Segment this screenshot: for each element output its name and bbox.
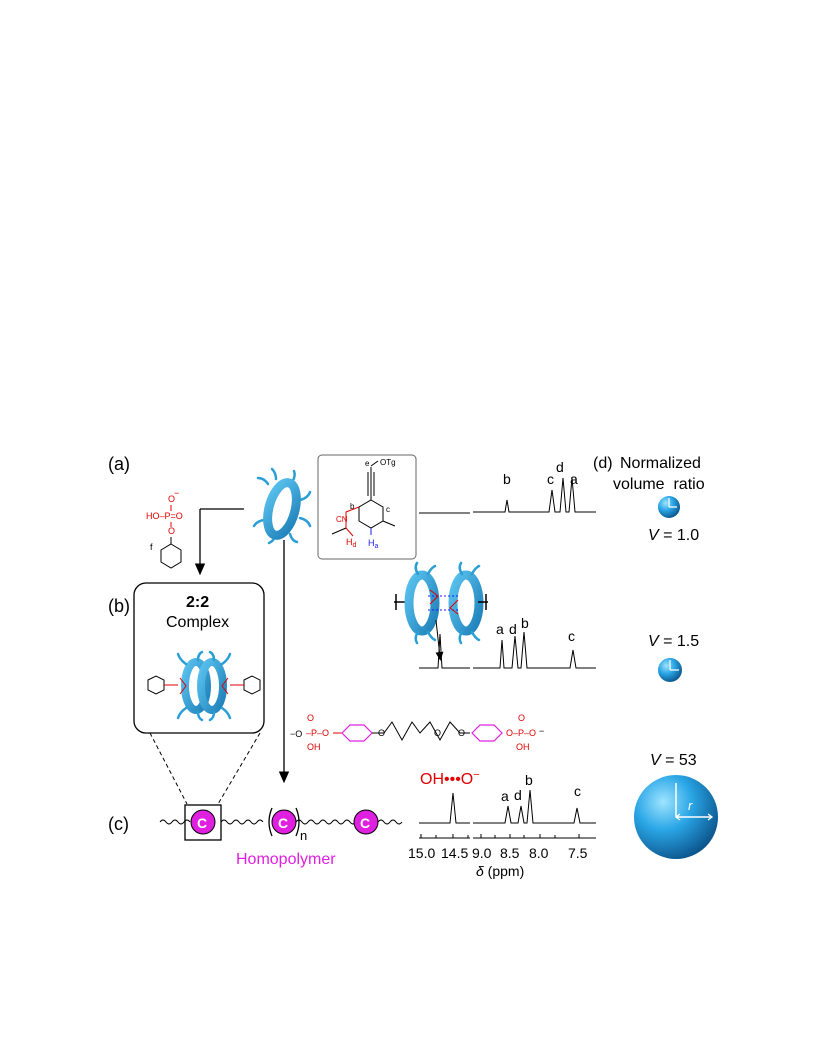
x-tick-15-0: 15.0 (408, 845, 435, 861)
reaction-lines (194, 508, 290, 784)
svg-text:–P–O: –P–O (306, 728, 329, 738)
volume-value: = 53 (661, 752, 697, 769)
x-tick-9-0: 9.0 (472, 845, 492, 861)
nmr1-peak-a: a (570, 471, 578, 487)
complex-zoom-box: 2:2 Complex (133, 582, 265, 734)
phosphate-o-top: O (168, 494, 175, 504)
nmr3-peak-c: c (574, 783, 581, 799)
svg-text:OH: OH (516, 742, 530, 752)
label-e: e (365, 459, 370, 468)
label-c: c (386, 505, 390, 514)
svg-text:OH: OH (307, 742, 321, 752)
bisphosphate-linker: −O –P–O O OH O O O O–P–O O − OH (290, 713, 544, 752)
volume-header-line1: Normalized (620, 455, 701, 472)
nmr2-peak-d: d (509, 621, 517, 637)
svg-text:O: O (434, 728, 441, 738)
homopolymer-label: Homopolymer (236, 851, 336, 868)
repeat-unit-3: C (360, 815, 370, 831)
nmr1-peak-d: d (556, 459, 564, 475)
volume-sphere-large: r (634, 775, 718, 859)
volume-symbol: V (650, 752, 662, 769)
panel-label-d: (d) (593, 455, 613, 472)
svg-text:O: O (458, 728, 465, 738)
nmr-spectrum-1 (419, 477, 596, 514)
nmr-x-axis (419, 834, 596, 839)
nmr2-peak-c: c (568, 628, 575, 644)
svg-text:−O: −O (290, 729, 302, 739)
nmr3-peak-d: d (514, 787, 522, 803)
svg-text:O: O (518, 713, 525, 723)
svg-text:O: O (307, 713, 314, 723)
complex-ratio: 2:2 (186, 594, 209, 611)
repeat-unit-2: C (278, 815, 288, 831)
svg-text:V = 1.0: V = 1.0 (648, 527, 699, 544)
svg-text:O–P–O: O–P–O (506, 728, 536, 738)
nmr1-peak-b: b (503, 471, 511, 487)
volume-label-1: V = 1.0 (648, 527, 699, 544)
x-tick-14-5: 14.5 (441, 845, 468, 861)
zoom-dashed-lines (149, 732, 261, 805)
hbond-label: OH•••O− (420, 769, 480, 788)
panel-label-a: (a) (108, 454, 130, 474)
volume-sphere-small-2 (658, 658, 682, 682)
svg-text:−: − (539, 726, 544, 736)
volume-value: = 1.0 (659, 527, 700, 544)
nmr3-peak-a: a (501, 788, 509, 804)
panel-label-c: (c) (108, 814, 129, 834)
cn-label: CN (336, 515, 348, 524)
otg-label: OTg (380, 458, 396, 467)
macrocycle-icon (252, 467, 312, 545)
nmr-spectrum-2 (419, 631, 596, 669)
phosphate-minus: − (174, 488, 179, 498)
volume-symbol: V (648, 527, 660, 544)
volume-symbol: V (648, 633, 660, 650)
label-b: b (350, 502, 355, 511)
svg-text:O: O (378, 728, 385, 738)
volume-label-2: V = 1.5 (648, 633, 699, 650)
panel-label-b: (b) (108, 596, 130, 616)
volume-value: = 1.5 (659, 633, 700, 650)
svg-text:V = 1.5: V = 1.5 (648, 633, 699, 650)
nmr2-peak-b: b (521, 615, 529, 631)
repeat-unit-1: C (197, 815, 207, 831)
svg-text:V = 53: V = 53 (650, 752, 697, 769)
repeat-subscript: n (300, 828, 307, 843)
nmr1-peak-c: c (547, 471, 554, 487)
volume-label-3: V = 53 (650, 752, 697, 769)
phenyl-phosphate-structure: O − HO–P=O O f (146, 488, 183, 569)
nmr2-peak-a: a (496, 621, 504, 637)
x-tick-8-5: 8.5 (500, 845, 520, 861)
volume-header-line2: volume ratio (613, 476, 705, 493)
label-f: f (150, 542, 153, 552)
h-d-label: Hd (346, 537, 357, 549)
nmr3-peak-b: b (525, 772, 533, 788)
nmr-spectrum-3 (419, 789, 596, 824)
phosphate-core: HO–P=O (146, 511, 183, 521)
monomer-structure-box: e OTg b c Ha CN Hd (317, 454, 417, 560)
phosphate-ring-o: O (168, 526, 175, 536)
x-axis-label: δ (ppm) (476, 863, 524, 879)
volume-sphere-small-1 (658, 496, 680, 518)
complex-label: Complex (166, 614, 229, 631)
polymer-chain: C C n C (159, 804, 403, 843)
sphere-radius-label: r (688, 798, 693, 813)
h-a-label: Ha (368, 538, 379, 550)
x-tick-8-0: 8.0 (529, 845, 549, 861)
x-tick-7-5: 7.5 (568, 845, 588, 861)
